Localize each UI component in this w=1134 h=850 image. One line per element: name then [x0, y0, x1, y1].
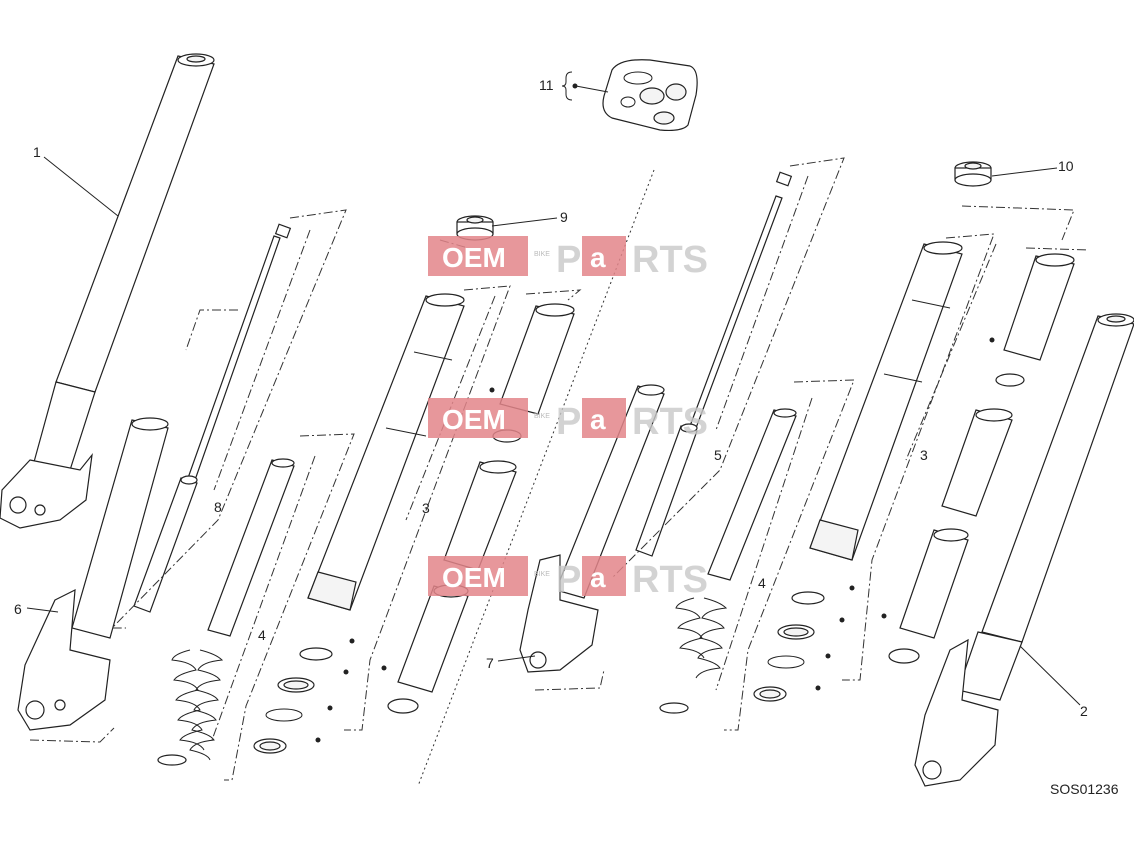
callout-5: 5 [714, 447, 722, 463]
outer-tube-3-left[interactable] [307, 293, 465, 611]
outer-tube-3-right[interactable] [809, 241, 963, 561]
drawing-code: SOS01236 [1050, 781, 1119, 797]
seal-stack-left[interactable] [253, 647, 333, 754]
callout-6: 6 [14, 601, 22, 617]
leader-lines [26, 71, 1081, 706]
watermark-bottom: OEM BIKE P a RTS [428, 556, 708, 601]
svg-text:P: P [556, 401, 581, 443]
svg-text:BIKE: BIKE [534, 251, 550, 258]
fork-leg-7[interactable] [519, 384, 665, 673]
seal-stack-right[interactable] [753, 591, 825, 702]
svg-text:a: a [590, 562, 606, 593]
inner-tube-4-right[interactable] [707, 408, 797, 581]
callout-4-right: 4 [758, 575, 766, 591]
callout-dots [315, 83, 995, 743]
cartridge-5[interactable] [635, 171, 793, 557]
fork-leg-1[interactable] [0, 53, 215, 529]
svg-text:OEM: OEM [442, 404, 506, 435]
svg-text:RTS: RTS [632, 559, 708, 601]
inner-tube-4-left[interactable] [207, 458, 295, 637]
watermark-top: OEM BIKE P a RTS [428, 236, 708, 281]
watermark-middle: OEM BIKE P a RTS [428, 398, 708, 443]
svg-text:OEM: OEM [442, 562, 506, 593]
fork-leg-6[interactable] [17, 417, 169, 731]
spring-right[interactable] [659, 597, 728, 714]
callout-labels: 1 2 3 3 4 4 5 6 7 8 9 10 11 [14, 77, 1088, 719]
svg-text:P: P [556, 239, 581, 281]
callout-7: 7 [486, 655, 494, 671]
assembly-lines [29, 157, 1089, 787]
spacer-tubes-right[interactable] [888, 253, 1075, 664]
callout-8: 8 [214, 499, 222, 515]
svg-text:RTS: RTS [632, 401, 708, 443]
callout-11: 11 [539, 77, 554, 93]
callout-1: 1 [33, 144, 41, 160]
callout-4-left: 4 [258, 627, 266, 643]
callout-9: 9 [560, 209, 568, 225]
seal-kit-11[interactable] [602, 59, 698, 132]
callout-3-left: 3 [422, 500, 430, 516]
svg-text:P: P [556, 559, 581, 601]
cap-10[interactable] [954, 161, 992, 187]
svg-text:RTS: RTS [632, 239, 708, 281]
svg-text:a: a [590, 404, 606, 435]
cartridge-8[interactable] [133, 223, 292, 613]
svg-text:a: a [590, 242, 606, 273]
callout-2: 2 [1080, 703, 1088, 719]
callout-3-right: 3 [920, 447, 928, 463]
callout-10: 10 [1058, 158, 1074, 174]
spring-left[interactable] [157, 649, 224, 766]
svg-text:BIKE: BIKE [534, 413, 550, 420]
fork-leg-2[interactable] [914, 313, 1134, 787]
svg-text:BIKE: BIKE [534, 571, 550, 578]
svg-text:OEM: OEM [442, 242, 506, 273]
